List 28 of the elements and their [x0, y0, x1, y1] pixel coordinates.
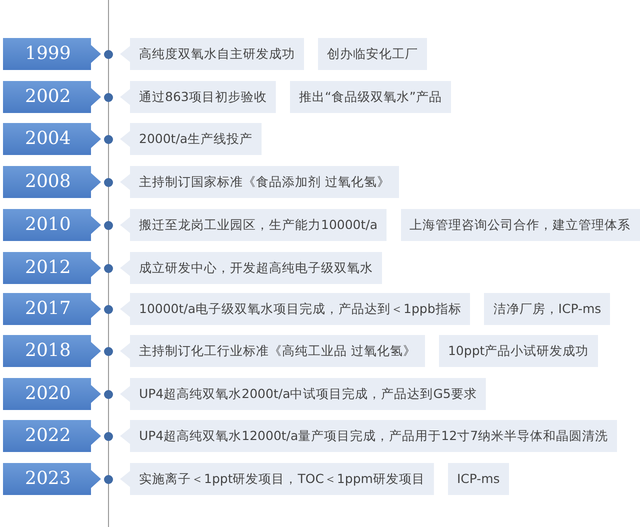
event-box: ICP-ms	[448, 463, 509, 495]
event-box: 推出“食品级双氧水”产品	[290, 81, 451, 113]
event-box: 搬迁至龙岗工业园区，生产能力10000t/a	[120, 209, 387, 241]
event-box: UP4超高纯双氧水2000t/a中试项目完成，产品达到G5要求	[120, 378, 486, 410]
event-box: 创办临安化工厂	[318, 38, 427, 70]
event-box: 实施离子＜1ppt研发项目，TOC＜1ppm研发项目	[120, 463, 434, 495]
event-box: 成立研发中心，开发超高纯电子级双氧水	[120, 252, 382, 284]
event-box: UP4超高纯双氧水12000t/a量产项目完成，产品用于12寸7纳米半导体和晶圆清洗	[120, 420, 618, 452]
event-box: 高纯度双氧水自主研发成功	[120, 38, 304, 70]
event-box: 10000t/a电子级双氧水项目完成，产品达到＜1ppb指标	[120, 293, 470, 325]
event-box: 2000t/a生产线投产	[120, 123, 262, 155]
event-box: 10ppt产品小试研发成功	[438, 335, 598, 367]
year-marker: 2012	[3, 252, 101, 284]
event-box: 主持制订国家标准《食品添加剂 过氧化氢》	[120, 166, 399, 198]
event-box: 洁净厂房，ICP-ms	[484, 293, 610, 325]
year-marker: 2002	[3, 81, 101, 113]
year-marker: 2017	[3, 293, 101, 325]
year-marker: 2022	[3, 420, 101, 452]
year-marker: 1999	[3, 38, 101, 70]
event-box: 上海管理咨询公司合作，建立管理体系	[400, 209, 640, 241]
year-marker: 2020	[3, 378, 101, 410]
event-box: 通过863项目初步验收	[120, 81, 276, 113]
year-marker: 2018	[3, 335, 101, 367]
year-marker: 2008	[3, 166, 101, 198]
year-marker: 2023	[3, 463, 101, 495]
event-box: 主持制订化工行业标准《高纯工业品 过氧化氢》	[120, 335, 425, 367]
year-marker: 2004	[3, 123, 101, 155]
year-marker: 2010	[3, 209, 101, 241]
